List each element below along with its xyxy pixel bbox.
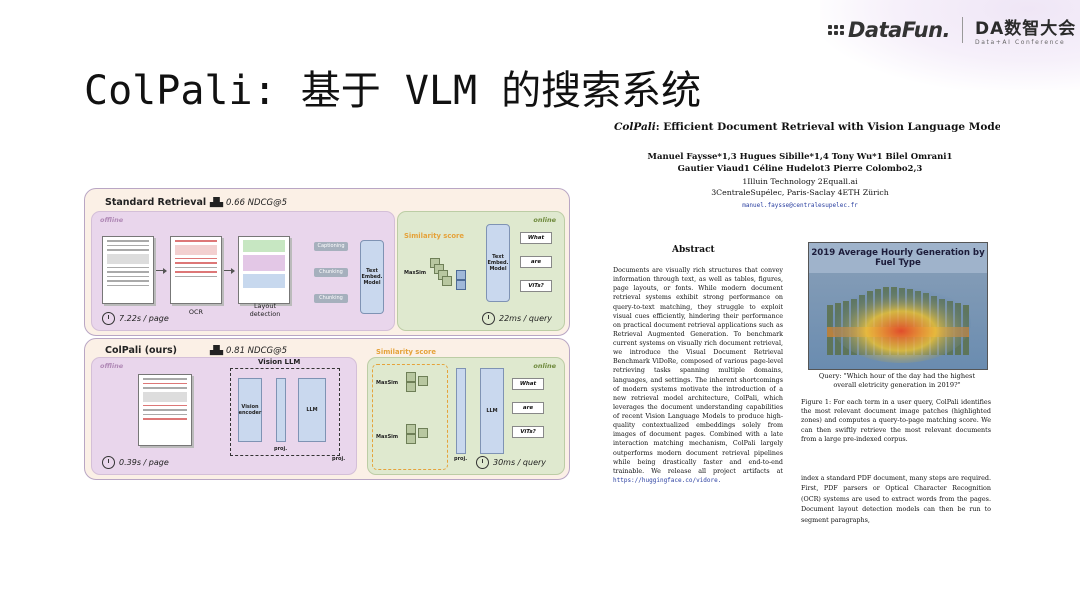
query-token: are	[520, 256, 552, 268]
online-tag: online	[533, 216, 556, 224]
maxsim-label: MaxSim	[376, 380, 399, 386]
vision-encoder-box: Vision encoder	[238, 378, 262, 442]
embedding-cubes	[430, 252, 470, 292]
layout-detection-label: Layout detection	[249, 302, 281, 318]
captioning-box: Captioning	[314, 242, 348, 251]
query-token: are	[512, 402, 544, 414]
standard-title: Standard Retrieval	[105, 197, 207, 208]
ocr-page-thumbnail	[170, 236, 222, 304]
colpali-score: ▟▙ 0.81 NDCG@5	[210, 346, 288, 356]
similarity-dashed-region	[372, 364, 448, 470]
chunking-box: Chunking	[314, 294, 348, 303]
da-wordmark: DA数智大会	[975, 19, 1077, 39]
online-tag: online	[533, 362, 556, 370]
figure-chart-title: 2019 Average Hourly Generation by Fuel T…	[811, 248, 985, 268]
text-embed-model: Text Embed. Model	[360, 240, 384, 314]
arrow	[156, 267, 167, 274]
paper-authors: Manuel Faysse*1,3 Hugues Sibille*1,4 Ton…	[647, 152, 953, 162]
da-subtitle: Data+AI Conference	[975, 39, 1066, 46]
llm-box: LLM	[298, 378, 326, 442]
online-time: 30ms / query	[476, 456, 546, 469]
slide-title: ColPali: 基于 VLM 的搜索系统	[84, 68, 702, 114]
similarity-score-label: Similarity score	[404, 232, 464, 240]
retrieval-diagram: Standard Retrieval ▟▙ 0.66 NDCG@5 offlin…	[84, 188, 572, 480]
embedding-cubes	[406, 424, 442, 454]
query-token: ViTs?	[520, 280, 552, 292]
offline-tag: offline	[100, 362, 124, 370]
proj-label: proj.	[274, 446, 288, 452]
figure-query: Query: "Which hour of the day had the hi…	[818, 372, 976, 389]
colpali-online-zone: online Similarity score MaxSim MaxSim pr…	[367, 348, 565, 475]
clock-icon	[102, 456, 115, 469]
online-time: 22ms / query	[482, 312, 552, 325]
maxsim-label: MaxSim	[376, 434, 399, 440]
logo-divider	[962, 17, 964, 43]
standard-retrieval-panel: Standard Retrieval ▟▙ 0.66 NDCG@5 offlin…	[84, 188, 570, 336]
paper-email: manuel.faysse@centralesupelec.fr	[742, 202, 858, 209]
paper-body-text: index a standard PDF document, many step…	[801, 474, 991, 524]
colpali-panel: ColPali (ours) ▟▙ 0.81 NDCG@5 offline Vi…	[84, 338, 570, 480]
colpali-title: ColPali (ours)	[105, 345, 178, 356]
ocr-label: OCR	[188, 308, 204, 316]
header-logos: DataFun. DA数智大会 Data+AI Conference	[828, 14, 1076, 46]
da-conference-logo: DA数智大会 Data+AI Conference	[975, 14, 1076, 46]
offline-time: 7.22s / page	[102, 312, 169, 325]
proj-label: proj.	[332, 456, 346, 462]
figure-heatmap-graphic	[809, 243, 987, 369]
paper-affiliations: 1Illuin Technology 2Equall.ai	[742, 177, 858, 186]
datafun-wordmark: DataFun.	[848, 18, 951, 42]
query-text-embed-model: Text Embed. Model	[486, 224, 510, 302]
query-token: What	[512, 378, 544, 390]
vision-llm-label: Vision LLM	[258, 358, 301, 366]
clock-icon	[476, 456, 489, 469]
datafun-logo: DataFun.	[828, 18, 951, 42]
clock-icon	[102, 312, 115, 325]
page-image-thumbnail	[138, 374, 192, 446]
figure-caption: Figure 1: For each term in a user query,…	[801, 398, 991, 443]
abstract-heading: Abstract	[672, 245, 715, 255]
arrow	[224, 267, 235, 274]
embedding-cubes	[406, 372, 442, 402]
standard-online-zone: online Similarity score MaxSim Text Embe…	[397, 211, 565, 331]
chunking-box: Chunking	[314, 268, 348, 277]
header-glow	[820, 0, 1080, 90]
offline-tag: offline	[100, 216, 124, 224]
offline-time: 0.39s / page	[102, 456, 169, 469]
vision-llm-box	[230, 368, 340, 456]
standard-score: ▟▙ 0.66 NDCG@5	[210, 198, 288, 208]
paper-title: ColPali: Efficient Document Retrieval wi…	[614, 121, 1000, 133]
figure-heatmap: 2019 Average Hourly Generation by Fuel T…	[808, 242, 988, 370]
maxsim-label: MaxSim	[404, 270, 427, 276]
datafun-dots-icon	[828, 25, 844, 35]
layout-page-thumbnail	[238, 236, 290, 304]
paper-affiliations: 3CentraleSupélec, Paris-Saclay 4ETH Züri…	[711, 188, 889, 197]
pdf-page-thumbnail	[102, 236, 154, 304]
standard-offline-zone: offline OCR Layout detection Captioning …	[91, 211, 395, 331]
query-token: ViTs?	[512, 426, 544, 438]
projection-bar	[276, 378, 286, 442]
projection-bar	[456, 368, 466, 454]
chart-bars-icon: ▟▙	[210, 346, 227, 356]
query-token: What	[520, 232, 552, 244]
query-llm-box: LLM	[480, 368, 504, 454]
colpali-offline-zone: offline Vision LLM Vision encoder LLM pr…	[91, 357, 357, 475]
proj-label: proj.	[454, 456, 468, 462]
clock-icon	[482, 312, 495, 325]
similarity-score-label: Similarity score	[376, 348, 436, 356]
chart-bars-icon: ▟▙	[210, 198, 227, 208]
abstract-url: https://huggingface.co/vidore.	[613, 476, 722, 484]
abstract-body: Documents are visually rich structures t…	[613, 267, 783, 484]
paper-authors: Gautier Viaud1 Céline Hudelot3 Pierre Co…	[677, 164, 923, 174]
paper-excerpt: ColPali: Efficient Document Retrieval wi…	[600, 108, 1000, 538]
